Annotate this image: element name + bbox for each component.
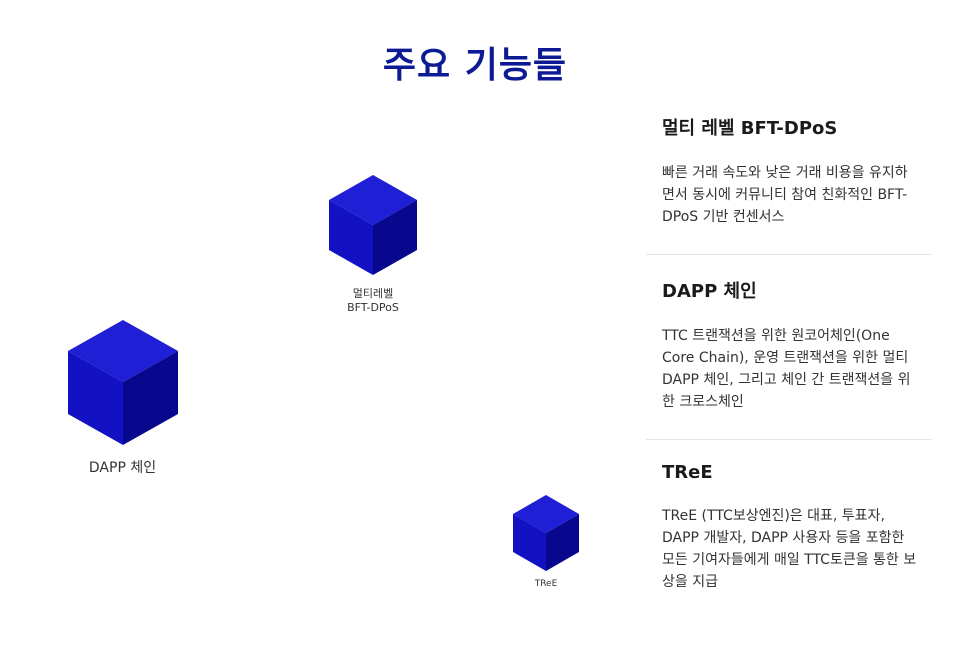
page-title: 주요 기능들 — [382, 45, 568, 87]
feature-cube-tree: TReE — [505, 495, 587, 591]
feature-description: 빠른 거래 속도와 낮은 거래 비용을 유지하면서 동시에 커뮤니티 참여 친화… — [662, 165, 908, 225]
cube-icon — [67, 320, 178, 445]
feature-item-dapp-chain: DAPP 체인 TTC 트랜잭션을 위한 원코어체인(One Core Chai… — [646, 255, 932, 440]
cube-icon — [329, 175, 417, 275]
cube-icon — [513, 495, 579, 571]
feature-description: TReE (TTC보상엔진)은 대표, 투표자, DAPP 개발자, DAPP … — [662, 508, 917, 590]
cube-caption: DAPP 체인 — [88, 460, 157, 476]
feature-description: TTC 트랜잭션을 위한 원코어체인(One Core Chain), 운영 트… — [662, 328, 911, 410]
feature-cube-dapp: DAPP 체인 — [55, 320, 190, 477]
cube-caption: TReE — [534, 579, 558, 589]
feature-list: 멀티 레벨 BFT-DPoS 빠른 거래 속도와 낮은 거래 비용을 유지하면서… — [646, 92, 932, 619]
feature-cube-multilevel: 멀티레벨 BFT-DPoS — [318, 175, 428, 316]
feature-item-tree: TReE TReE (TTC보상엔진)은 대표, 투표자, DAPP 개발자, … — [646, 440, 932, 619]
cube-caption: 멀티레벨 BFT-DPoS — [347, 287, 399, 315]
feature-item-multilevel-bft-dpos: 멀티 레벨 BFT-DPoS 빠른 거래 속도와 낮은 거래 비용을 유지하면서… — [646, 92, 932, 255]
feature-heading: DAPP 체인 — [662, 281, 757, 302]
feature-heading: TReE — [662, 462, 713, 483]
feature-heading: 멀티 레벨 BFT-DPoS — [662, 118, 838, 139]
